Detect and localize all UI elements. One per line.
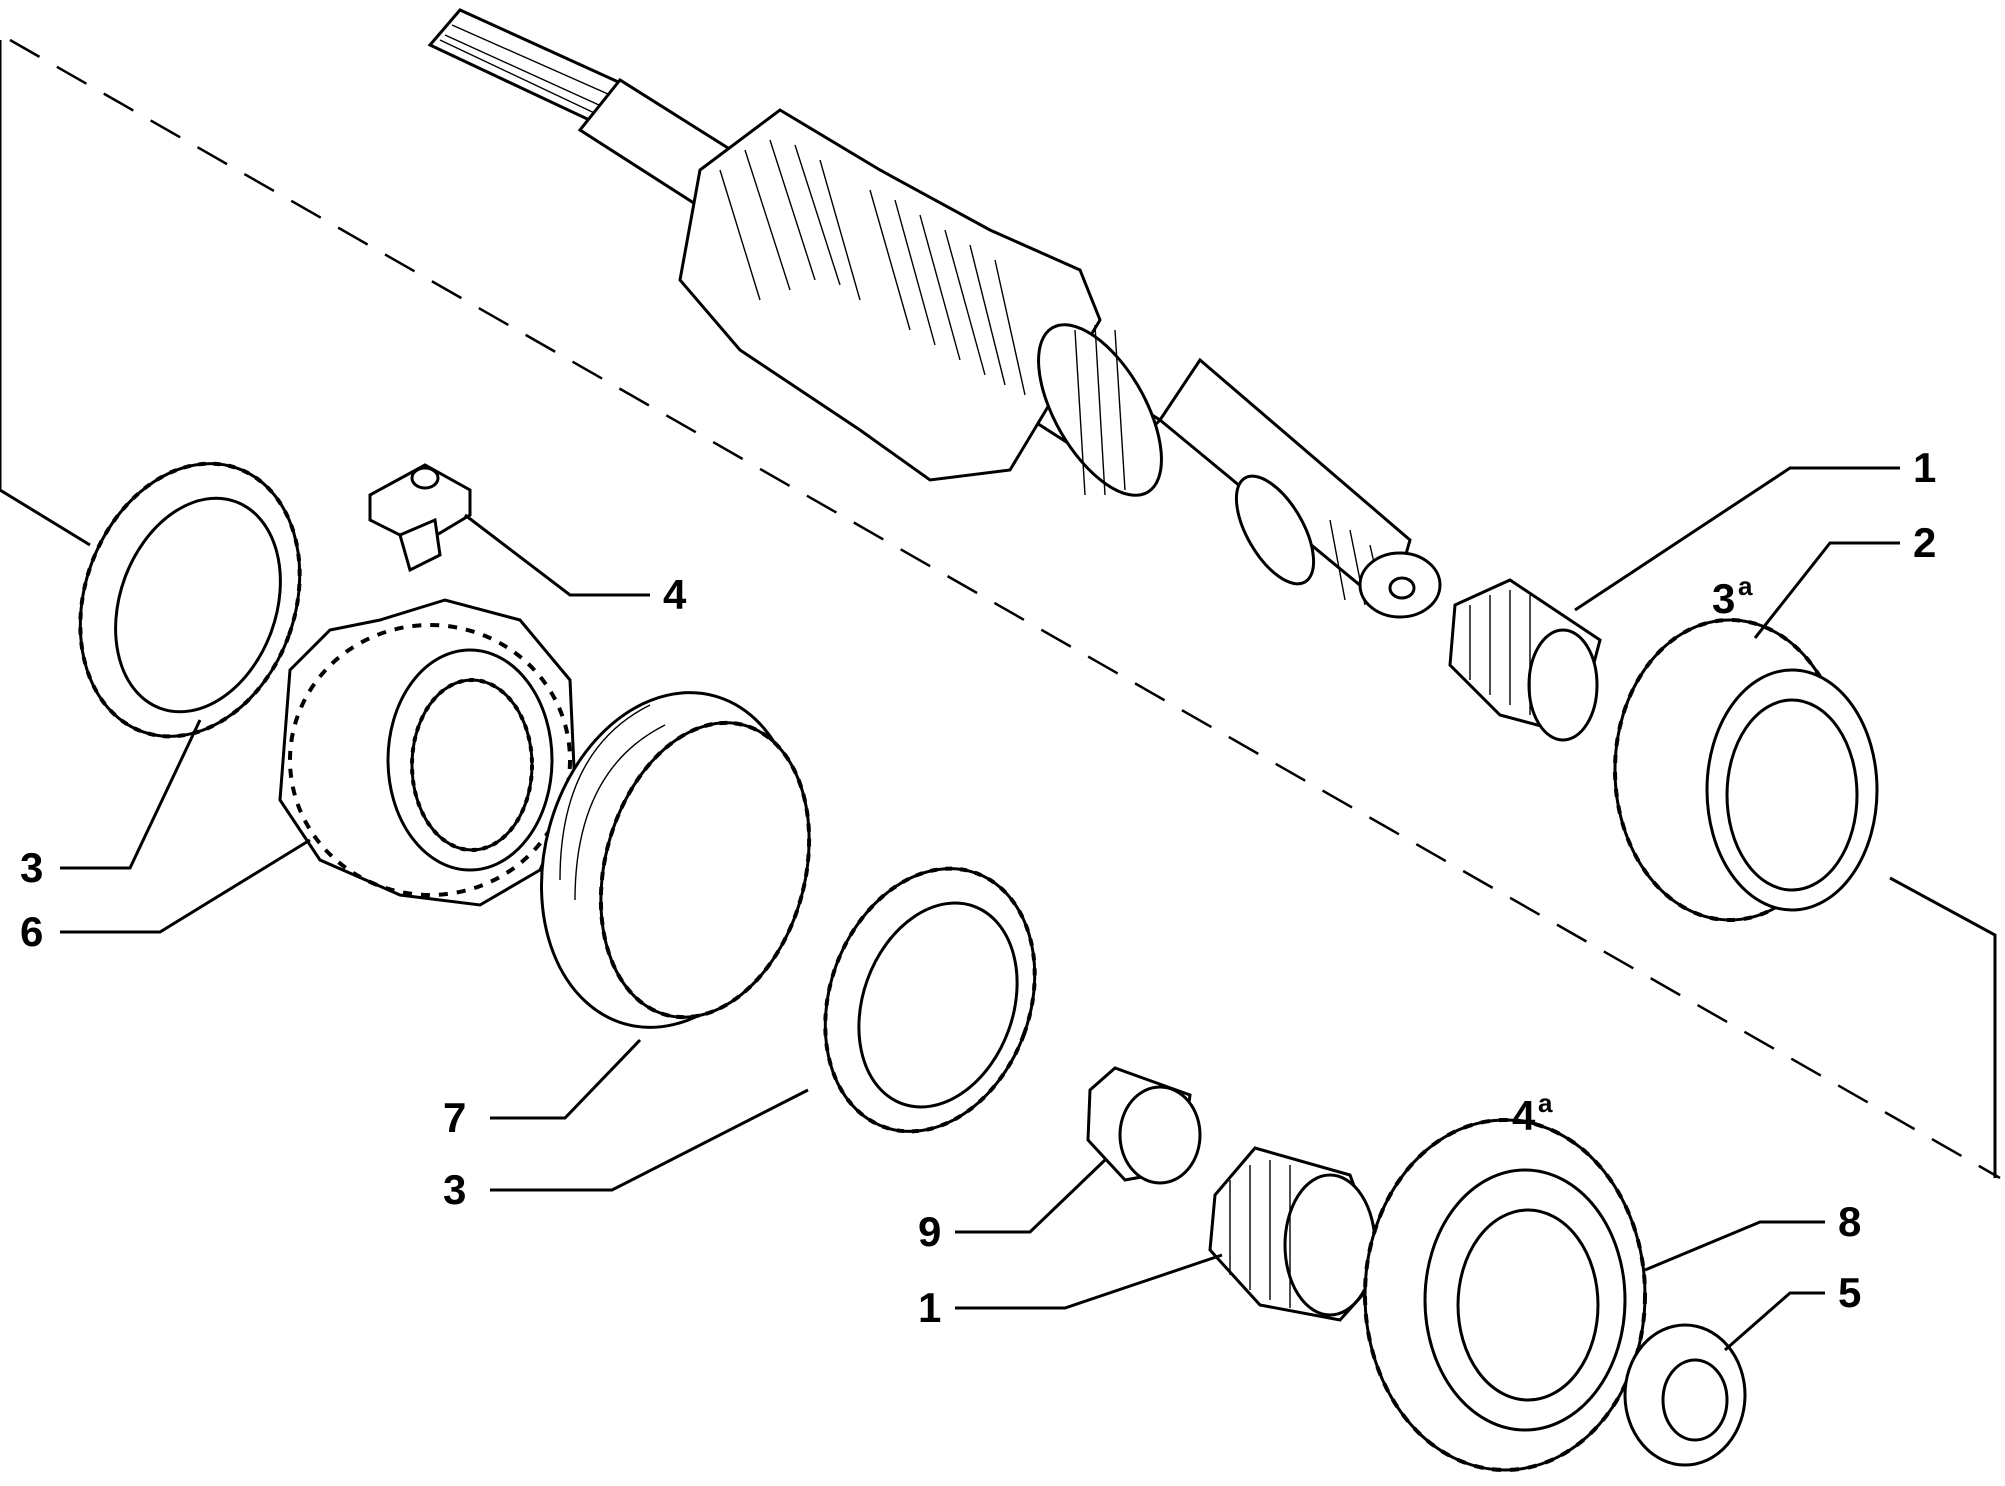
synchro-ring-lower <box>823 866 1037 1134</box>
needle-bearing-lower-rollers <box>1229 1160 1291 1308</box>
sleeve-groove-lines <box>559 704 666 901</box>
needle-bearing-lower-bore <box>1283 1173 1377 1317</box>
fourth-gear-bore <box>1456 1208 1600 1402</box>
leader-1-lower <box>955 1253 1223 1310</box>
fourth-speed-gear <box>1363 1118 1647 1472</box>
callout-9: 9 <box>918 1208 941 1255</box>
third-gear-label-superscript: a <box>1738 571 1753 601</box>
needle-bearing-upper-bore <box>1527 628 1599 742</box>
shaft-gear-teeth <box>719 139 1163 497</box>
leader-7 <box>490 1038 642 1120</box>
detent-key-ball <box>410 466 440 490</box>
fourth-gear-label: 4 <box>1512 1092 1536 1139</box>
shaft-gear-cluster <box>678 108 1102 482</box>
detent-key-pin <box>398 517 442 573</box>
callout-labels: 1 2 4 3 6 7 3 9 1 8 5 3 a 4 a <box>20 444 1936 1331</box>
bracket-right <box>1889 876 1997 1178</box>
synchro-hub <box>278 598 577 907</box>
callout-1-upper: 1 <box>1913 444 1936 491</box>
needle-bearing-upper-rollers <box>1469 590 1531 715</box>
main-shaft <box>427 8 1442 619</box>
callout-3-upper: 3 <box>20 844 43 891</box>
callout-8: 8 <box>1838 1198 1861 1245</box>
callout-5: 5 <box>1838 1269 1861 1316</box>
synchro-ring-lower-bore <box>857 901 1019 1109</box>
synchro-hub-outer-teeth <box>288 623 572 897</box>
thrust-washer <box>1623 1323 1747 1467</box>
shaft-splined-end <box>427 8 628 127</box>
third-gear-label: 3 <box>1712 575 1735 622</box>
bracket-left <box>0 40 91 547</box>
leader-9 <box>955 1158 1107 1234</box>
callout-3-lower: 3 <box>443 1166 466 1213</box>
sleeve-internal-splines <box>598 720 812 1020</box>
leader-3-lower <box>490 1088 809 1192</box>
fourth-gear-teeth <box>1363 1118 1647 1472</box>
shaft-spline-collar <box>1234 474 1316 586</box>
leader-6 <box>60 838 311 934</box>
leader-2 <box>1753 541 1900 639</box>
leader-5 <box>1724 1291 1825 1352</box>
leader-8 <box>1644 1220 1825 1272</box>
leader-3-upper <box>60 719 202 870</box>
needle-bearing-upper <box>1448 578 1602 742</box>
leader-4 <box>464 513 650 597</box>
callout-1-lower: 1 <box>918 1284 941 1331</box>
bushing <box>1086 1066 1202 1185</box>
dashed-axis-line <box>9 38 2001 1180</box>
assembly-guide-lines <box>0 38 2001 1180</box>
shaft-threaded-end <box>1158 357 1412 613</box>
third-speed-gear <box>1613 618 1879 922</box>
synchro-hub-inner-splines <box>410 678 534 852</box>
third-gear-bore <box>1725 698 1859 892</box>
thrust-washer-bore <box>1661 1358 1729 1442</box>
detent-key-block <box>368 463 472 547</box>
callout-7: 7 <box>443 1094 466 1141</box>
shaft-center-hole <box>1388 576 1416 600</box>
fourth-gear-label-superscript: a <box>1538 1088 1553 1118</box>
leader-lines <box>60 466 1900 1352</box>
detent-key <box>368 463 472 573</box>
bushing-bore <box>1118 1085 1202 1185</box>
synchro-ring-upper-teeth <box>78 461 302 739</box>
synchro-ring-upper-bore <box>114 496 282 714</box>
callout-4: 4 <box>663 571 687 618</box>
callout-6: 6 <box>20 908 43 955</box>
sliding-sleeve <box>539 691 812 1029</box>
callout-2: 2 <box>1913 519 1936 566</box>
synchro-ring-lower-teeth <box>823 866 1037 1134</box>
shaft-spline-lines <box>439 24 618 119</box>
synchro-ring-upper <box>78 461 302 739</box>
leader-1-upper <box>1574 466 1900 612</box>
needle-bearing-lower <box>1208 1146 1387 1322</box>
